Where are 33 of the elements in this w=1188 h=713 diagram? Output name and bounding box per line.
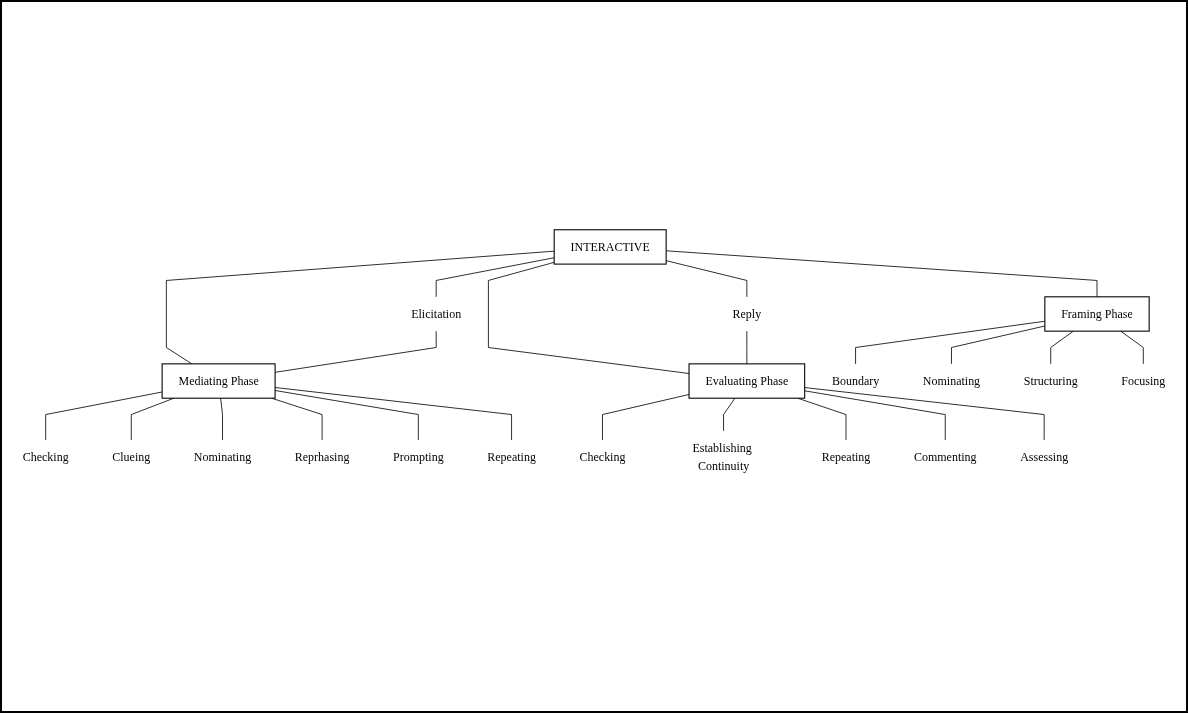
node-text: Reprhasing [294, 450, 350, 464]
node-box: INTERACTIVE [553, 229, 667, 265]
connector [723, 397, 736, 432]
connector [804, 387, 1045, 441]
node-text: Commenting [913, 450, 977, 464]
connector [746, 330, 748, 365]
node-text: Nominating [922, 374, 981, 388]
connector [488, 261, 690, 374]
node-text: Repeating [487, 450, 536, 464]
node-text: Reply [732, 307, 762, 321]
node-text: Clueing [112, 450, 151, 464]
node-text: Repeating [821, 450, 871, 464]
connector [602, 394, 690, 441]
node-box: Evaluating Phase [688, 363, 806, 399]
node-text: Checking [22, 450, 69, 464]
node-text: Checking [579, 450, 626, 464]
node-text: Boundary [831, 374, 880, 388]
node-text: Prompting [393, 450, 444, 464]
node-text: Nominating [193, 450, 252, 464]
node-text: Assessing [1020, 450, 1069, 464]
node-text: Elicitation [411, 307, 462, 321]
connector [165, 250, 555, 365]
connector [435, 257, 555, 298]
connector [220, 397, 223, 441]
node-box: Framing Phase [1044, 296, 1150, 332]
node-text: Focusing [1121, 374, 1166, 388]
connector [804, 390, 946, 441]
node-text: Establishing Continuity [692, 441, 752, 473]
connector [1050, 330, 1074, 365]
connector [1120, 330, 1144, 365]
connector [45, 391, 163, 441]
node-text: Structuring [1023, 374, 1078, 388]
node-box: Mediating Phase [161, 363, 276, 399]
